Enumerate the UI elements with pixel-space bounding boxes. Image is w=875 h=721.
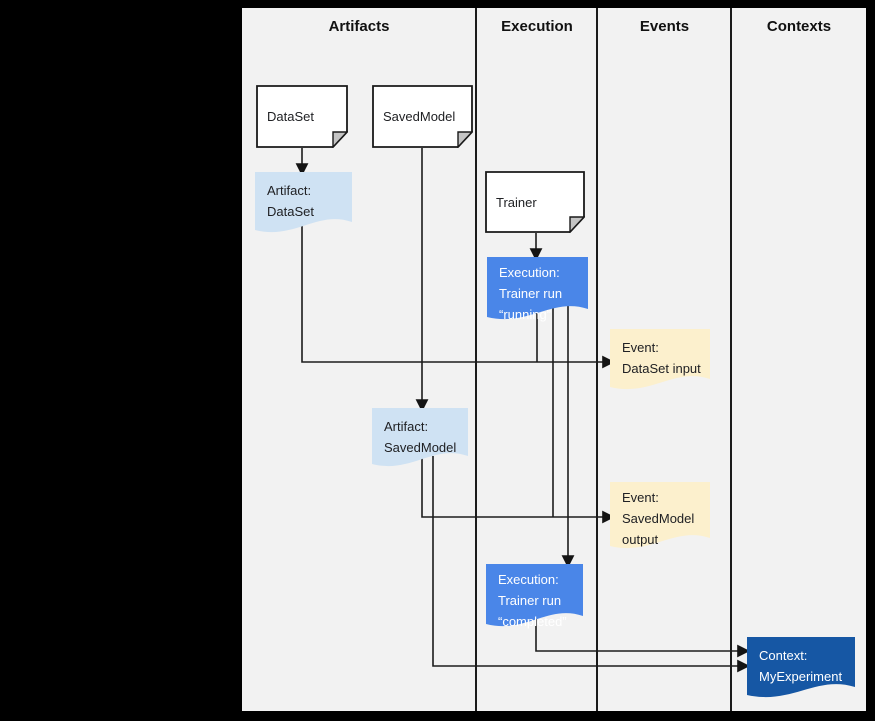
- node-label: Execution: Trainer run “running”: [499, 265, 563, 322]
- document-shape-icon: [485, 171, 585, 233]
- document-shape-icon: [372, 85, 473, 148]
- node-label: Execution: Trainer run “completed”: [498, 572, 567, 629]
- wave-shape-icon: [747, 637, 855, 698]
- node-execution-running: Execution: Trainer run “running”: [487, 257, 588, 325]
- edge-artifactsavedmodel-to-context: [432, 456, 750, 673]
- edge-artifactsavedmodel-to-event: [421, 456, 615, 524]
- edge-completed-to-context: [535, 618, 750, 658]
- column-header-contexts: Contexts: [766, 18, 832, 35]
- column-divider: [475, 8, 477, 711]
- node-savedmodel-type: SavedModel: [372, 85, 473, 148]
- edge-artifactdataset-to-event: [301, 216, 615, 369]
- node-event-dataset-input: Event: DataSet input: [610, 329, 710, 395]
- node-dataset-type: DataSet: [256, 85, 348, 148]
- wave-shape-icon: [610, 329, 710, 390]
- node-label: SavedModel: [383, 109, 456, 124]
- node-artifact-savedmodel: Artifact: SavedModel: [372, 408, 468, 472]
- wave-shape-icon: [486, 564, 583, 627]
- node-execution-completed: Execution: Trainer run “completed”: [486, 564, 583, 632]
- column-divider: [730, 8, 732, 711]
- wave-shape-icon: [487, 257, 588, 320]
- node-context-myexperiment: Context: MyExperiment: [747, 637, 855, 703]
- node-label: DataSet: [267, 109, 314, 124]
- node-event-savedmodel-output: Event: SavedModel output: [610, 482, 710, 554]
- node-artifact-dataset: Artifact: DataSet: [255, 172, 352, 238]
- node-label: Context: MyExperiment: [759, 648, 843, 684]
- wave-shape-icon: [610, 482, 710, 549]
- wave-shape-icon: [255, 172, 352, 233]
- node-label: Artifact: SavedModel: [384, 419, 457, 455]
- edge-layer: [295, 148, 750, 673]
- node-label: Event: DataSet input: [622, 340, 701, 376]
- document-shape-icon: [256, 85, 348, 148]
- node-label: Artifact: DataSet: [267, 183, 314, 219]
- column-divider: [596, 8, 598, 711]
- node-label: Event: SavedModel output: [622, 490, 695, 547]
- node-trainer-type: Trainer: [485, 171, 585, 233]
- column-header-artifacts: Artifacts: [328, 18, 390, 35]
- wave-shape-icon: [372, 408, 468, 467]
- column-header-execution: Execution: [501, 18, 573, 35]
- node-label: Trainer: [496, 194, 537, 210]
- column-header-events: Events: [639, 18, 690, 35]
- diagram-panel: Artifacts Execution Events Contexts: [242, 8, 866, 711]
